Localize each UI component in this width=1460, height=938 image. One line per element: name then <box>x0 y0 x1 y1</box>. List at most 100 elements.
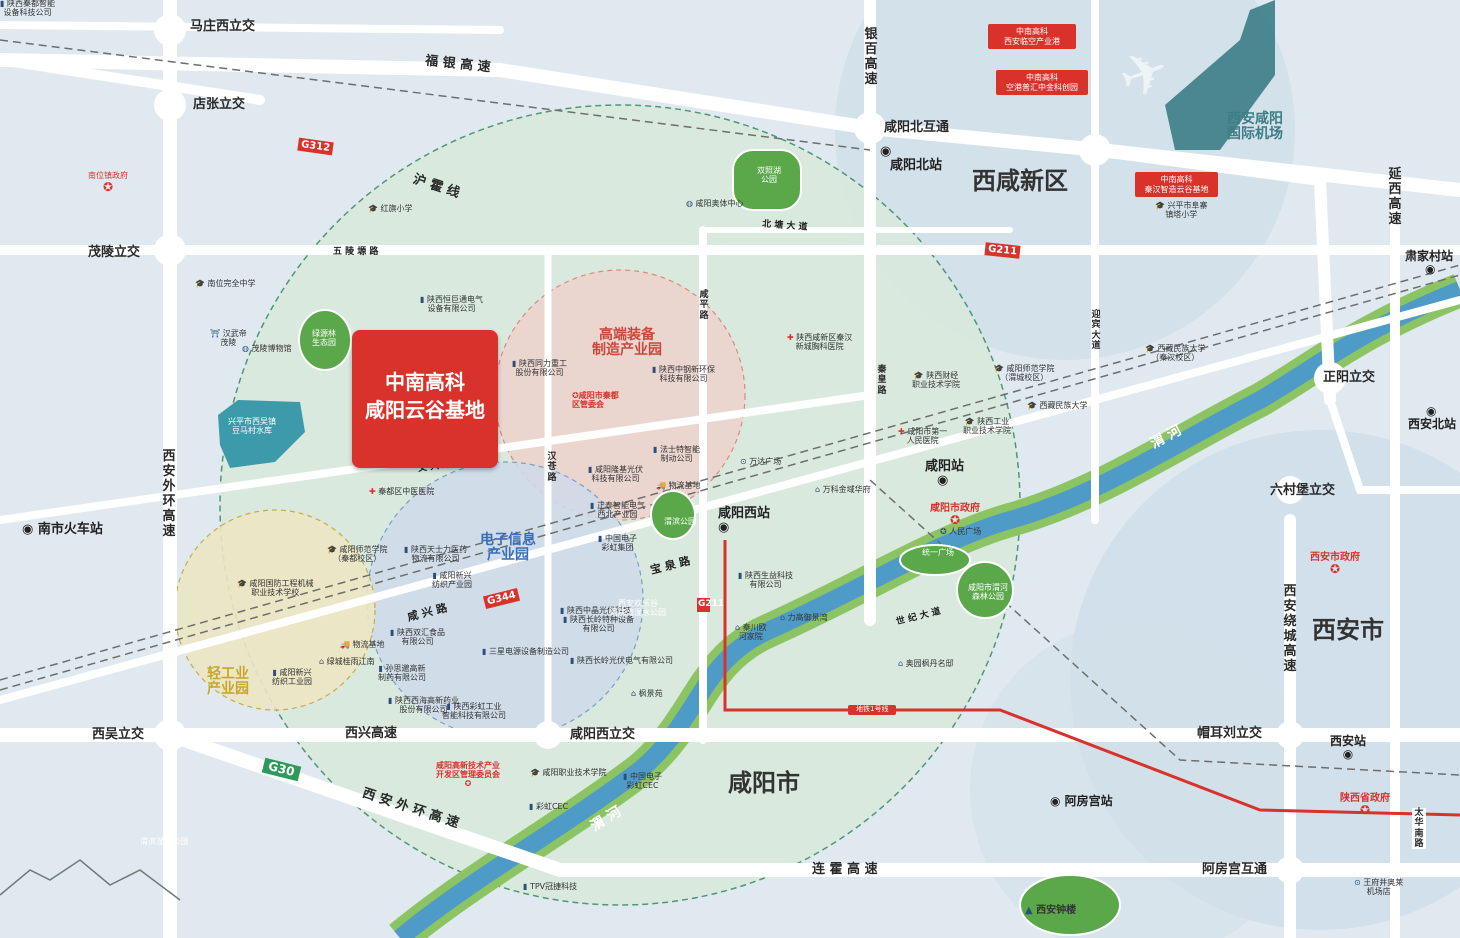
poi-logistics-27[interactable]: 🚚 物流基地 <box>656 481 701 491</box>
gov-hitech-mgmt[interactable]: 咸阳高新技术产业 开发区管理委员会✪ <box>436 761 500 788</box>
poi-co-10[interactable]: ▮ 陕西中钢新环保 科技有限公司 <box>652 365 715 384</box>
project-qinhan[interactable]: 中南高科 秦汉智造云谷基地 <box>1135 172 1218 198</box>
res-icon: ⌂ <box>815 485 823 494</box>
poi-logistics-34[interactable]: 🚚 物流基地 <box>340 640 385 650</box>
poi-park-9[interactable]: 双照湖 公园 <box>757 166 781 185</box>
co-icon: ▮ <box>378 664 386 673</box>
poi-co-29[interactable]: ▮ 中国电子 彩虹集团 <box>598 534 637 553</box>
poi-hospital-11[interactable]: ✚ 陕西咸新区秦汉 新城胸科医院 <box>787 333 852 352</box>
project-airport-hub[interactable]: 中南高科 空港普汇中金科创园 <box>996 70 1088 96</box>
mall-icon: ⊙ <box>1354 878 1364 887</box>
gov-nanwei[interactable]: 南位镇政府✪ <box>88 171 128 194</box>
poi-co-24[interactable]: ▮ 咸阳新兴 纺织产业园 <box>432 571 472 590</box>
station-xian-north[interactable]: ◉西安北站 <box>1408 404 1456 431</box>
poi-museum-3[interactable]: ◍ 茂陵博物馆 <box>242 344 292 354</box>
poi-plaza-31[interactable]: ✪ 人民广场 <box>940 527 981 537</box>
poi-lake-5[interactable]: 兴平市西吴镇 豆马村水库 <box>228 417 276 436</box>
gov-qindu-mgmt[interactable]: ✪咸阳市秦都 区管委会 <box>572 391 619 410</box>
poi-school-50[interactable]: 🎓 咸阳职业技术学院 <box>530 768 607 778</box>
poi-co-40[interactable]: ▮ 陕西彩虹工业 智能科技有限公司 <box>442 702 506 721</box>
station-sujiacun[interactable]: 肃家村站◉ <box>1405 249 1453 276</box>
poi-res-47[interactable]: ⌂ 力高御景湾 <box>780 613 828 623</box>
poi-co-45[interactable]: ▮ 陕西生益科技 有限公司 <box>738 571 793 590</box>
poi-co-43[interactable]: ▮ 陕西长岭光伏电气有限公司 <box>570 656 673 666</box>
poi-school-12[interactable]: 🎓 陕西财经 职业技术学院 <box>912 371 960 390</box>
poi-co-38[interactable]: ▮ 孙思邈高新 制药有限公司 <box>378 664 426 683</box>
station-xianyang[interactable]: 咸阳站◉ <box>925 459 964 489</box>
poi-school-21[interactable]: 🎓 咸阳师范学院 （秦都校区） <box>327 545 388 564</box>
star-icon: ✪ <box>102 179 114 194</box>
poi-park-33[interactable]: 咸阳市渭河 森林公园 <box>968 583 1008 602</box>
star-icon: ✪ <box>1359 803 1371 817</box>
poi-res-19[interactable]: ⌂ 万科金域华府 <box>815 485 871 495</box>
poi-label: 西藏民族大学 （秦汉校区） <box>1151 344 1206 362</box>
poi-school-1[interactable]: 🎓 南位完全中学 <box>195 279 256 289</box>
poi-co-26[interactable]: ▮ 法士特智能 制动公司 <box>653 445 700 464</box>
poi-label: 西安欢乐谷 阿房湾湿水公园 <box>610 599 666 617</box>
poi-school-16[interactable]: 🎓 陕西工业 职业技术学院 <box>963 417 1011 436</box>
co-icon: ▮ <box>563 615 570 624</box>
plaza-icon: ✪ <box>940 527 950 536</box>
poi-co-51[interactable]: ▮ 中国电子 彩虹CEC <box>623 772 662 791</box>
poi-park-30[interactable]: 渭滨公园 <box>664 517 696 527</box>
project-airport-port[interactable]: 中南高科 西安临空产业港 <box>988 24 1076 50</box>
station-xianyang-north[interactable]: ◉咸阳北站 <box>880 144 942 174</box>
poi-relic-2[interactable]: ⛩ 汉武帝 茂陵 <box>210 329 247 348</box>
project-marker[interactable]: 中南高科 咸阳云谷基地 <box>352 330 498 468</box>
poi-school-15[interactable]: 🎓 西藏民族大学 <box>1027 401 1088 411</box>
poi-school-0[interactable]: 🎓 红旗小学 <box>368 204 413 214</box>
poi-label: TPV冠捷科技 <box>529 882 578 891</box>
co-icon: ▮ <box>738 571 745 580</box>
co-icon: ▮ <box>653 445 660 454</box>
poi-res-46[interactable]: ⌂ 秦川欧 河家院 <box>735 623 767 642</box>
gov-shaanxi[interactable]: 陕西省政府✪ <box>1340 793 1390 817</box>
poi-co-23[interactable]: ▮ 陕西天士力医药 物流有限公司 <box>404 545 467 564</box>
school-icon: 🎓 <box>913 371 927 380</box>
poi-res-49[interactable]: ⌂ 奥园枫丹名邸 <box>898 659 954 669</box>
poi-park-4[interactable]: 绿源林 生态园 <box>312 329 336 348</box>
poi-co-52[interactable]: ▮ 彩虹CEC <box>529 802 568 812</box>
station-epanggong[interactable]: ◉ 阿房宫站 <box>1050 794 1113 808</box>
poi-mall-56[interactable]: ⊙ 王府井奥莱 机场店 <box>1354 878 1403 897</box>
gov-xian[interactable]: 西安市政府✪ <box>1310 552 1360 576</box>
poi-school-13[interactable]: 🎓 咸阳师范学院 （渭城校区） <box>994 364 1055 383</box>
zone-equip-label: 高端装备 制造产业园 <box>592 327 662 359</box>
poi-co-44[interactable]: ▮ 三星电源设备制造公司 <box>482 647 569 657</box>
poi-co-7[interactable]: ▮ 陕西同力重工 股份有限公司 <box>512 359 567 378</box>
poi-label: 茂陵博物馆 <box>251 344 292 353</box>
road-wuling: 五 陵 塬 路 <box>333 247 379 257</box>
poi-hospital-20[interactable]: ✚ 秦都区中医医院 <box>369 487 434 497</box>
poi-school-14[interactable]: 🎓 西藏民族大学 （秦汉校区） <box>1145 344 1206 363</box>
poi-park-32[interactable]: 统一广场 <box>922 548 954 558</box>
poi-res-36[interactable]: ⌂ 绿城桂雨江南 <box>319 657 375 667</box>
station-nanshi[interactable]: ◉ 南市火车站 <box>22 522 103 537</box>
poi-school-22[interactable]: 🎓 咸阳国防工程机械 职业技术学校 <box>237 579 314 598</box>
poi-co-35[interactable]: ▮ 咸阳新兴 纺织工业园 <box>272 668 312 687</box>
co-icon: ▮ <box>482 647 489 656</box>
poi-school-55[interactable]: 🎓 兴平市阜寨 镇塔小学 <box>1155 201 1208 220</box>
poi-co-6[interactable]: ▮ 陕西恒巨通电气 设备有限公司 <box>420 295 483 314</box>
station-xian[interactable]: 西安站◉ <box>1330 734 1366 761</box>
co-icon: ▮ <box>570 656 577 665</box>
poi-label: 渭滨湿地公园 <box>140 837 188 846</box>
poi-park-54[interactable]: 渭滨湿地公园 <box>140 837 188 847</box>
poi-co-39[interactable]: ▮ 陕西西海高新药业 股份有限公司 <box>388 696 459 715</box>
gov-xianyang[interactable]: 咸阳市政府✪ <box>930 503 980 527</box>
poi-venue-8[interactable]: ◍ 咸阳奥体中心 <box>686 199 744 209</box>
poi-hospital-17[interactable]: ✚ 咸阳市第一 人民医院 <box>898 427 947 446</box>
poi-co-53[interactable]: ▮ TPV冠捷科技 <box>523 882 578 892</box>
station-xianyang-west[interactable]: 咸阳西站◉ <box>718 506 770 536</box>
poi-co-41[interactable]: ▮ 陕西长岭特种设备 有限公司 <box>563 615 634 634</box>
hospital-icon: ✚ <box>369 487 379 496</box>
poi-co-59[interactable]: ▮ 陕西秦都智能 设备科技公司 <box>0 0 55 18</box>
poi-co-25[interactable]: ▮ 咸阳隆基光伏 科技有限公司 <box>588 465 643 484</box>
poi-landmark-57[interactable]: ▲ 西安钟楼 <box>1025 905 1076 916</box>
poi-co-37[interactable]: ▮ 陕西双汇食品 有限公司 <box>390 628 445 647</box>
poi-co-42[interactable]: ▮ 陕西中晶光伏科技 <box>560 606 631 616</box>
poi-mall-18[interactable]: ⊙ 万达广场 <box>740 457 781 467</box>
poi-res-48[interactable]: ⌂ 枫景苑 <box>631 689 663 699</box>
poi-co-28[interactable]: ▮ 正泰智能电气 西北产业园 <box>590 501 645 520</box>
poi-park-58[interactable]: 西安欢乐谷 阿房湾湿水公园 <box>610 599 666 618</box>
road-maoerliu-ic: 帽耳刘立交 <box>1197 726 1263 741</box>
